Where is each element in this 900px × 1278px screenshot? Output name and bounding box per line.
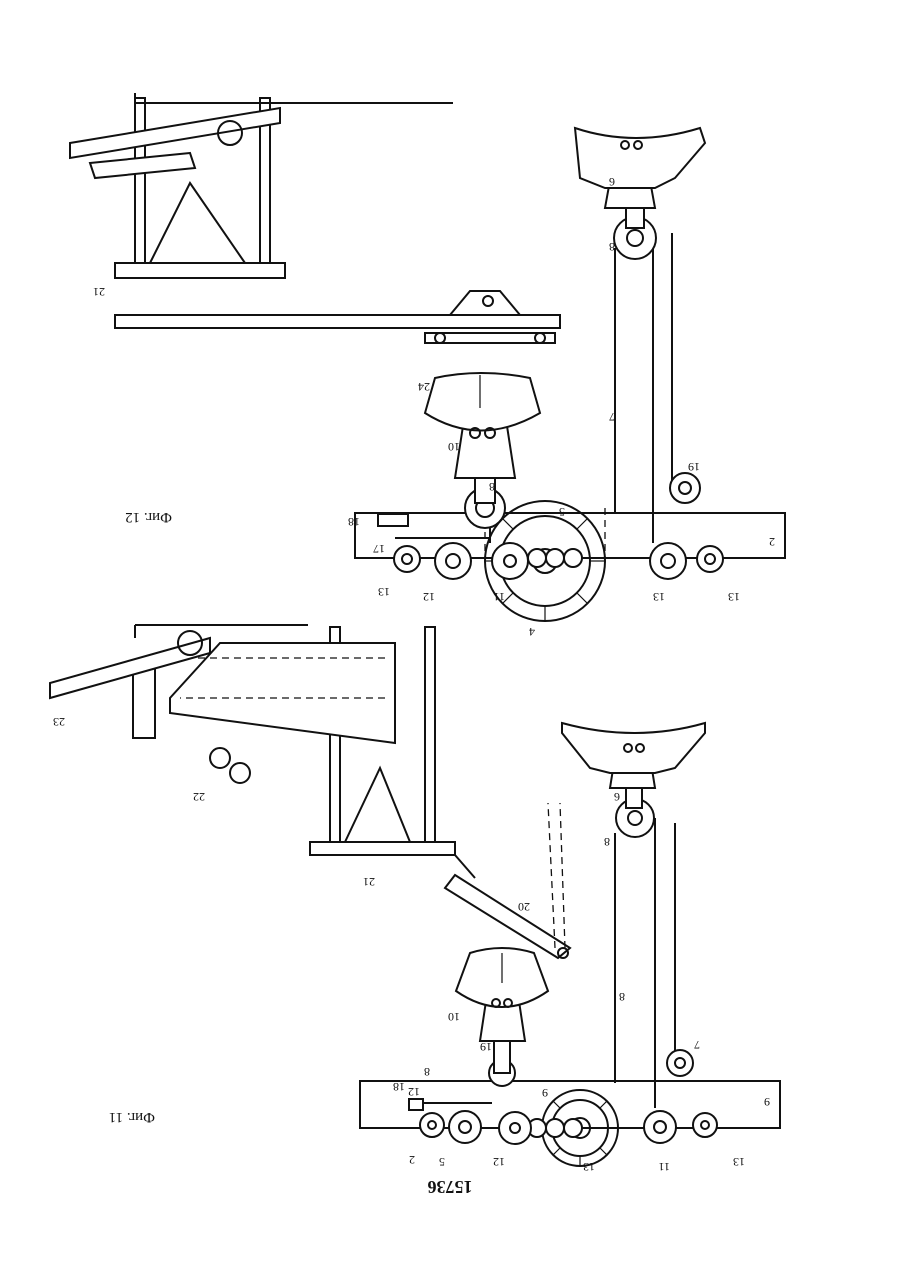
label: 17: [373, 542, 385, 556]
label: 6: [609, 175, 615, 189]
label: 12: [408, 1085, 420, 1099]
label: 4: [529, 625, 535, 639]
lever-20: [445, 803, 570, 958]
label: 11: [493, 590, 505, 604]
roller-9: [499, 1112, 531, 1144]
roller-group: [528, 1119, 582, 1137]
roller-12: [435, 543, 471, 579]
label: 21: [363, 875, 375, 889]
label: 21: [93, 285, 105, 299]
page-number-group: 15736: [428, 1177, 473, 1197]
figure-12: [70, 93, 785, 621]
figure-12-caption: Фиг. 12: [125, 509, 172, 525]
label: 13: [378, 585, 390, 599]
label: 6: [614, 790, 620, 804]
roller-13a: [420, 1113, 444, 1137]
label: 2: [769, 535, 775, 549]
label: 19: [480, 1040, 492, 1054]
label: 8: [609, 240, 615, 254]
label: 5: [559, 505, 565, 519]
label: 7: [609, 410, 615, 424]
label: 9: [764, 1095, 770, 1109]
roller-12: [449, 1111, 481, 1143]
label: 10: [448, 1010, 460, 1024]
label: 13: [733, 1155, 745, 1169]
label: 9: [542, 1086, 548, 1100]
label: 12: [493, 1155, 505, 1169]
label: 7: [694, 1038, 700, 1052]
label: 12: [423, 590, 435, 604]
roller-11: [650, 543, 686, 579]
pulley-19: [670, 473, 700, 503]
label: 24: [418, 380, 430, 394]
roller-9: [492, 543, 528, 579]
label: 11: [658, 1160, 670, 1174]
hanger-6: [575, 128, 705, 228]
hanger-6: [562, 723, 705, 808]
frame-24: [115, 291, 560, 343]
label: 13: [583, 1160, 595, 1174]
label: 18: [348, 515, 360, 529]
hopper-22: [170, 643, 395, 783]
label: 8: [424, 1065, 430, 1079]
label: 2: [409, 1153, 415, 1167]
label: 19: [688, 460, 700, 474]
label: 20: [518, 900, 530, 914]
label: 13: [653, 590, 665, 604]
label: 8: [604, 835, 610, 849]
label: 13: [728, 590, 740, 604]
label: 8: [619, 990, 625, 1004]
roller-13a: [394, 546, 420, 572]
label: 18: [393, 1080, 405, 1094]
roller-11: [644, 1111, 676, 1143]
label: 5: [439, 1155, 445, 1169]
roller-13b: [693, 1113, 717, 1137]
label: 10: [448, 440, 460, 454]
hanger-10: [456, 948, 548, 1086]
label: 23: [53, 715, 65, 729]
label: 8: [489, 480, 495, 494]
label: 22: [193, 790, 205, 804]
figure-11-caption: Фиг. 11: [109, 1109, 155, 1125]
pulley-19: [667, 1050, 693, 1076]
figure-11: [50, 625, 780, 1166]
roller-13b: [697, 546, 723, 572]
page-number: 15736: [428, 1177, 473, 1197]
